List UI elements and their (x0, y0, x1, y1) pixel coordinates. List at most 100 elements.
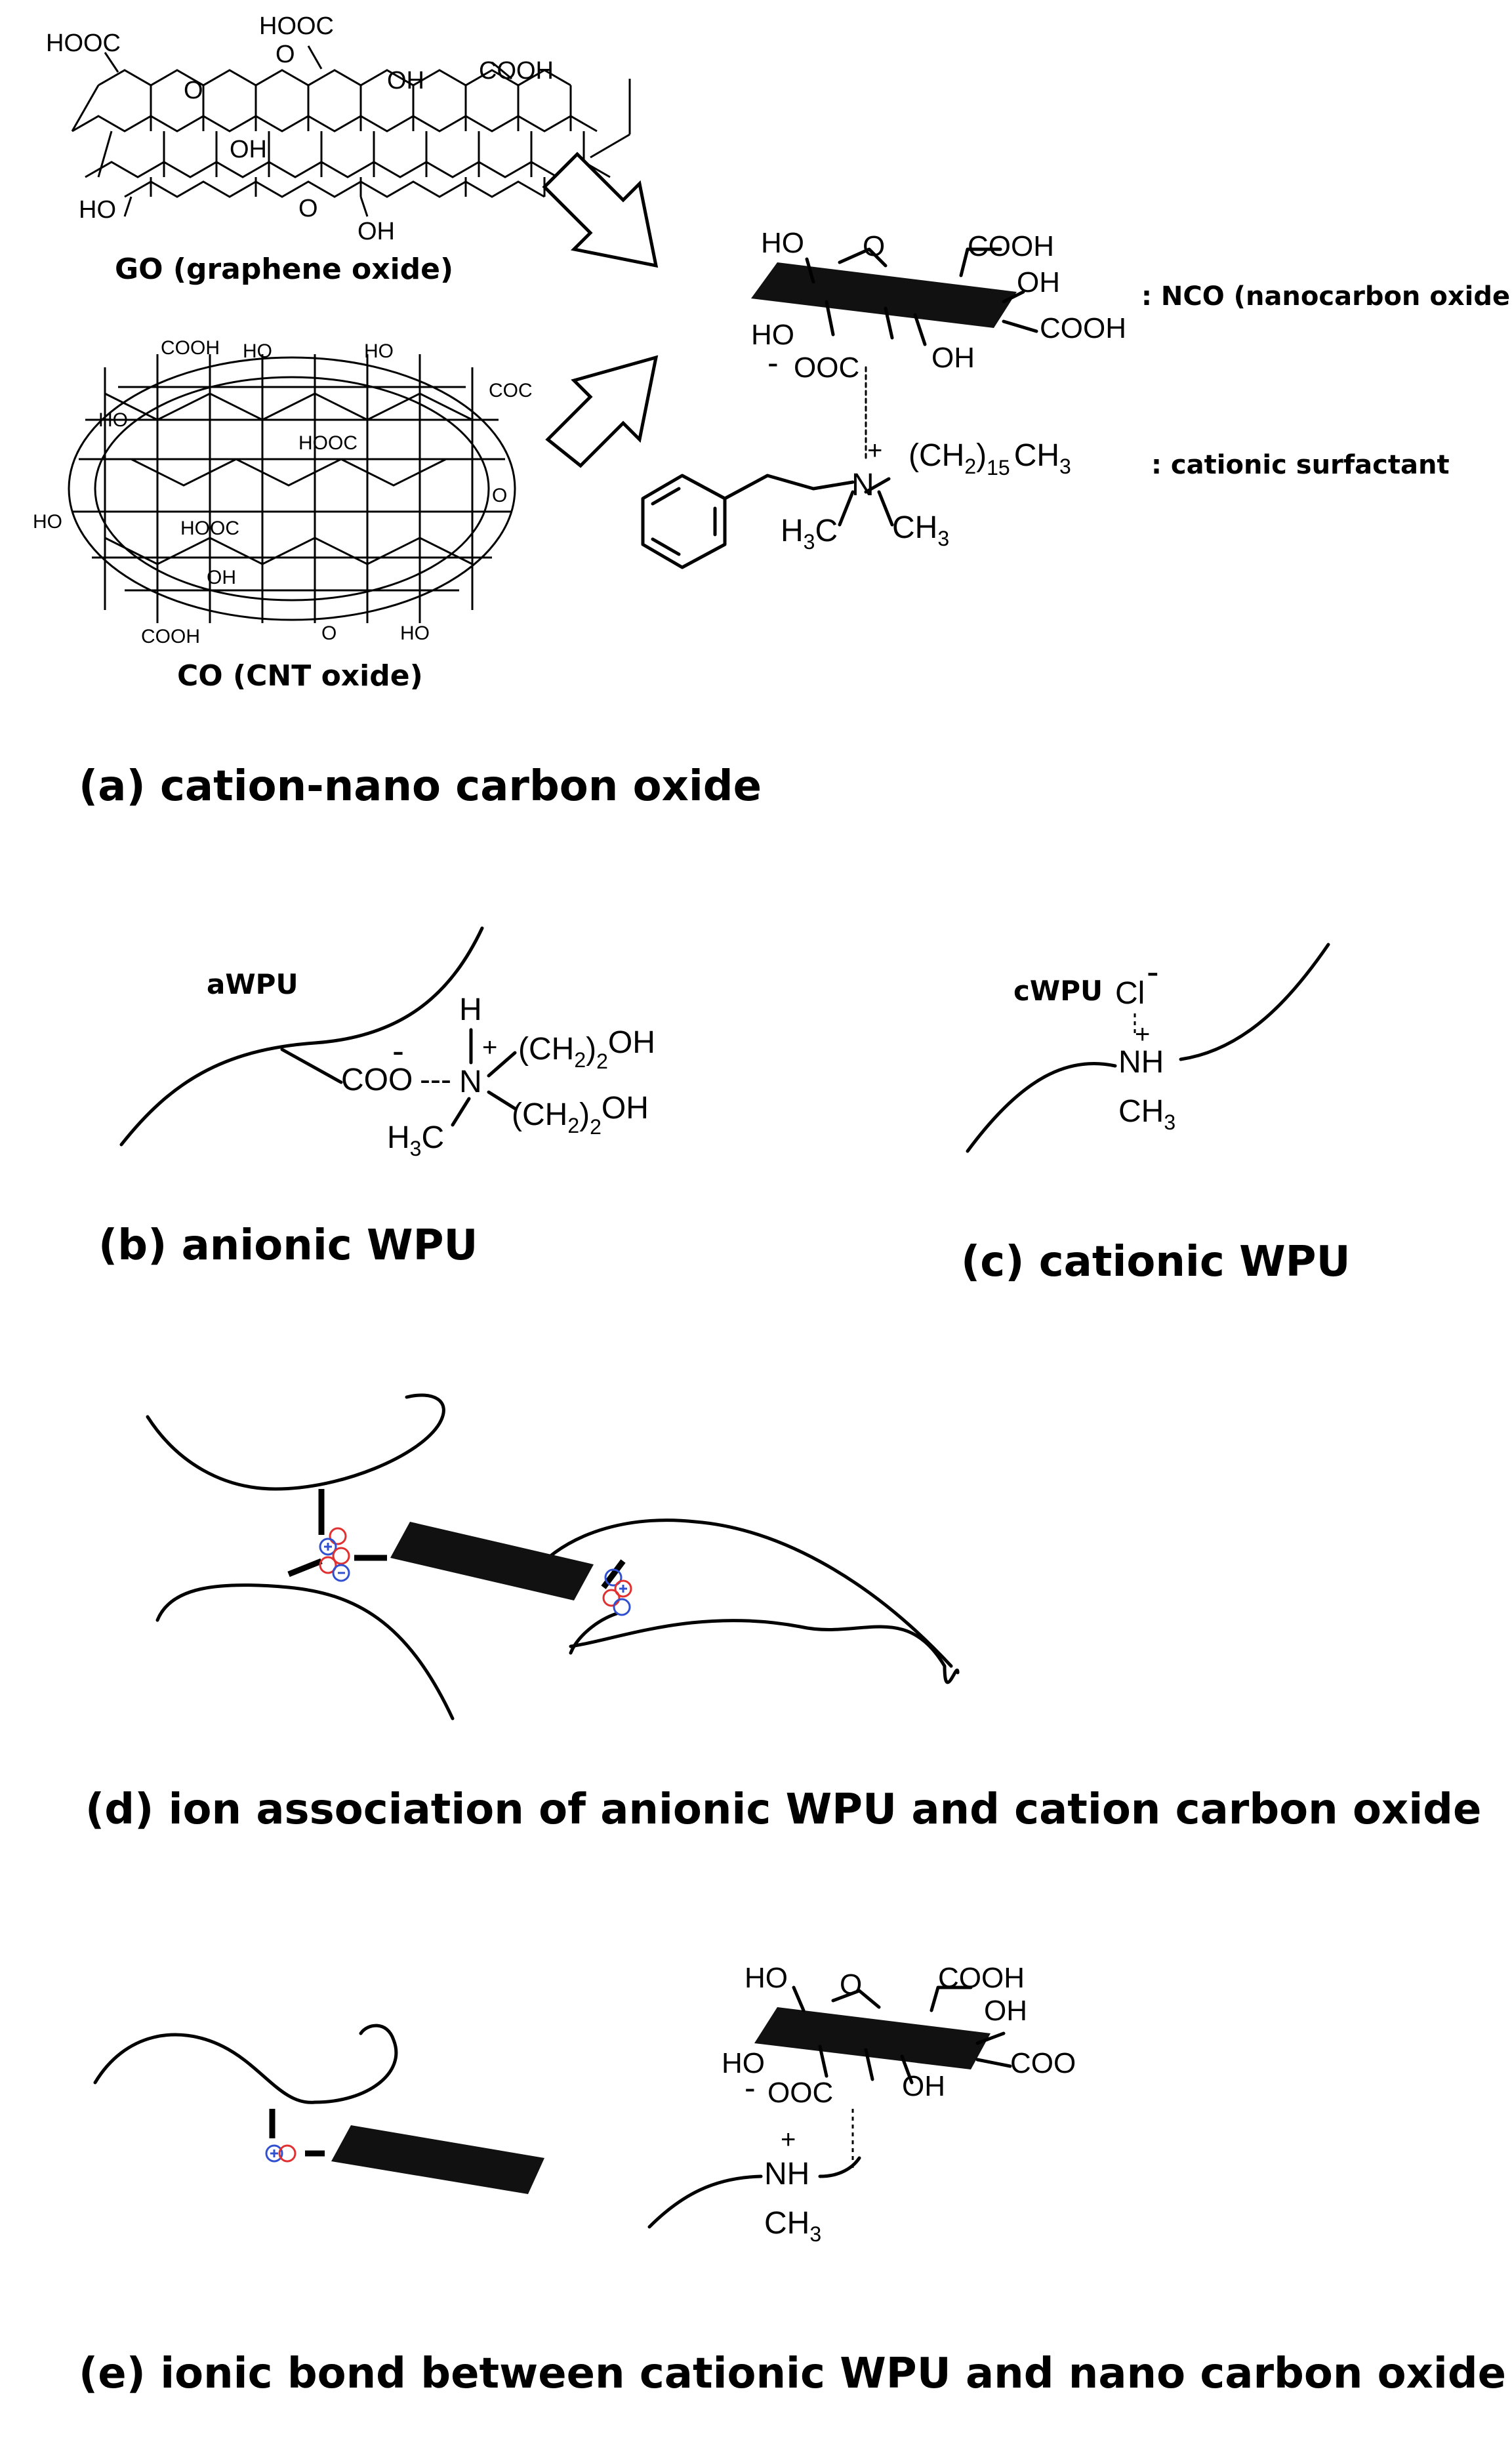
cwpu-nh: NH (1118, 1045, 1164, 1080)
awpu-dashes: --- (420, 1063, 451, 1097)
go-group: OH (387, 67, 424, 94)
surfactant-ch3: CH3 (892, 510, 949, 550)
nco-oh-right: OH (1017, 266, 1060, 298)
cwpu-plus: + (1135, 1020, 1150, 1049)
panel-d: (d) ion association of anionic WPU and c… (85, 1393, 1481, 1834)
go-group: O (298, 195, 318, 222)
co-structure (68, 354, 516, 623)
co-group: O (492, 485, 507, 506)
co-group: COOH (161, 337, 220, 359)
go-group: HOOC (46, 30, 121, 57)
go-group: HO (79, 196, 116, 224)
cwpu-label: cWPU (1013, 975, 1103, 1007)
nco-e-oh-right: OH (984, 1995, 1027, 2027)
awpu-label: aWPU (207, 968, 298, 1000)
go-group: HOOC (259, 12, 334, 40)
caption-e: (e) ionic bond between cationic WPU and … (79, 2350, 1506, 2398)
ionic-linker-e (269, 2109, 325, 2157)
ion-cluster-left (319, 1527, 350, 1582)
awpu-n: N (459, 1065, 482, 1099)
cwpu-e-groups: + NH CH3 (764, 2125, 821, 2246)
nco-e-minus: - (745, 2069, 756, 2106)
reaction-arrow-from-co (545, 355, 659, 468)
nco-e-groups: HO O COOH OH COO HO - OOC OH (722, 1962, 1076, 2109)
carbon-oxide-sheet-e (331, 2125, 544, 2194)
nco-ooc: OOC (794, 352, 859, 384)
cwpu-e-chain-right (818, 2156, 861, 2178)
awpu-plus: + (482, 1033, 497, 1062)
carbon-oxide-sheet (390, 1522, 594, 1600)
reaction-arrow-from-go (542, 152, 659, 268)
cwpu-chain-left (966, 1061, 1117, 1153)
nco-minus: - (767, 344, 779, 381)
co-group: COC (489, 380, 533, 401)
cwpu-cl: Cl (1115, 976, 1145, 1011)
nco-cooh-top: COOH (968, 230, 1054, 262)
nco-epoxy-o: O (863, 230, 885, 262)
surfactant-n: N (851, 468, 874, 502)
nco-sheet-e (754, 2007, 991, 2069)
cwpu-e-plus: + (781, 2125, 796, 2154)
awpu-h3c: H3C (387, 1120, 444, 1160)
co-group: COOH (141, 626, 200, 647)
ion-pair-e (265, 2144, 296, 2163)
panel-a: HOOC HOOC O OH COOH O OH HO O OH GO (gra… (33, 12, 1512, 811)
co-functional-groups: COOH HO HO COC HO HOOC O HO HOOC OH COOH… (33, 337, 533, 647)
cwpu-groups: Cl - + NH CH3 (1115, 950, 1175, 1134)
go-group: OH (230, 136, 267, 163)
nco-ho-left: HO (751, 319, 794, 351)
nco-e-oh-bottom: OH (902, 2070, 945, 2102)
wpu-chain-right-upper (529, 1518, 953, 1668)
ionic-linkers (287, 1489, 626, 1589)
awpu-chain (119, 926, 484, 1147)
awpu-minus: - (392, 1031, 404, 1070)
cwpu-e-chain-left (647, 2174, 763, 2229)
co-group: HO (364, 340, 394, 362)
nco-legend: : NCO (nanocarbon oxide) (1141, 281, 1512, 312)
cwpu-e-ch3: CH3 (764, 2206, 821, 2246)
nco-e-ho-top: HO (745, 1962, 788, 1994)
nco-e-ooc: OOC (767, 2077, 833, 2109)
wpu-chain-right (569, 1619, 960, 1684)
co-group: HOOC (180, 518, 239, 539)
nco-sheet (751, 262, 1017, 328)
caption-c: (c) cationic WPU (961, 1238, 1351, 1286)
nco-oh-bottom: OH (931, 342, 975, 374)
panel-e: HO O COOH OH COO HO - OOC OH + NH CH3 (e… (79, 1962, 1506, 2398)
surfactant-bonds (641, 474, 894, 569)
wpu-chain-e (93, 2024, 398, 2104)
caption-b: (b) anionic WPU (98, 1221, 478, 1270)
go-functional-groups: HOOC HOOC O OH COOH O OH HO O OH (46, 12, 554, 245)
nco-groups: HO O COOH OH COOH HO - OOC OH (751, 227, 1126, 384)
go-group: OH (358, 218, 395, 245)
go-group: O (276, 41, 295, 68)
co-group: HO (400, 622, 430, 644)
go-label: GO (graphene oxide) (115, 253, 453, 286)
panel-c: cWPU Cl - + NH CH3 (c) cationic WPU (961, 943, 1351, 1286)
go-group: O (184, 77, 203, 104)
surfactant-plus: + (867, 436, 882, 465)
co-group: HO (33, 511, 62, 533)
caption-d: (d) ion association of anionic WPU and c… (85, 1785, 1481, 1834)
surfactant-h3c: H3C (781, 514, 838, 554)
nco-cooh-right: COOH (1040, 312, 1126, 344)
nco-e-epoxy-o: O (840, 1968, 862, 2001)
cwpu-e-nh: NH (764, 2157, 809, 2191)
nco-e-ho-left: HO (722, 2047, 765, 2079)
wpu-chain-top (146, 1393, 445, 1491)
co-group: HOOC (298, 432, 358, 454)
wpu-chain-right-tail (569, 1612, 619, 1655)
awpu-groups: COO - --- H + N (CH2)2OH (CH2)2OH H3C (341, 992, 655, 1160)
co-group: OH (207, 567, 236, 588)
caption-a: (a) cation-nano carbon oxide (79, 762, 762, 811)
nco-e-cooh-top: COOH (938, 1962, 1025, 1994)
co-group: O (321, 622, 337, 644)
nco-ho-top: HO (761, 227, 804, 259)
co-label: CO (CNT oxide) (177, 659, 423, 693)
nco-bonds (805, 247, 1038, 460)
cwpu-chain-right (1179, 943, 1330, 1061)
ion-cluster-right (602, 1568, 632, 1616)
